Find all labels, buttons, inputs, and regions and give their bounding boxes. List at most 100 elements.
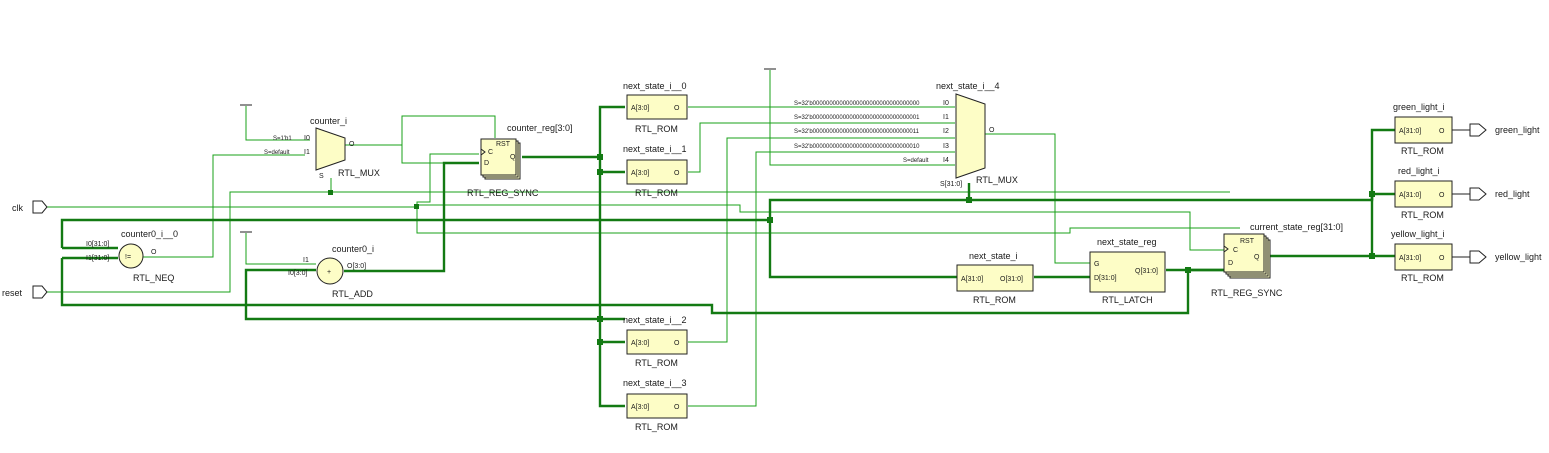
cell-instance-name: green_light_i <box>1393 102 1445 112</box>
svg-text:I0[31:0]: I0[31:0] <box>86 241 109 248</box>
svg-text:O: O <box>674 170 680 177</box>
cell-next-state-i-4[interactable]: next_state_i__4 S=32'b000000000000000000… <box>794 81 1018 188</box>
port-reset[interactable]: reset <box>2 285 48 299</box>
svg-text:I1: I1 <box>303 257 309 264</box>
svg-text:O[31:0]: O[31:0] <box>1000 276 1023 283</box>
cell-counter0-i[interactable]: counter0_i + I1 I0[3:0] O[3:0] RTL_ADD <box>288 244 374 299</box>
svg-text:S=1'b1: S=1'b1 <box>273 136 292 142</box>
input-port-icon <box>32 285 48 299</box>
ground-symbols <box>240 68 776 233</box>
cell-instance-name: counter0_i__0 <box>121 229 178 239</box>
svg-text:+: + <box>327 269 331 276</box>
cell-counter-reg[interactable]: counter_reg[3:0] RST C D Q RTL_REG_SYNC <box>467 123 573 198</box>
svg-text:I2: I2 <box>943 128 949 135</box>
cell-primitive-type: RTL_ROM <box>635 188 678 198</box>
svg-text:C: C <box>488 149 493 156</box>
port-green-light-label: green_light <box>1495 125 1540 135</box>
port-green-light[interactable]: green_light <box>1469 123 1540 137</box>
svg-text:A[3:0]: A[3:0] <box>631 105 649 112</box>
cell-counter0-i-0[interactable]: counter0_i__0 != I0[31:0] I1[31:0] O RTL… <box>86 229 178 283</box>
svg-text:S[31:0]: S[31:0] <box>940 181 962 188</box>
thin-nets <box>47 70 1240 407</box>
svg-text:I0: I0 <box>304 135 310 142</box>
cell-primitive-type: RTL_ROM <box>1401 273 1444 283</box>
cell-instance-name: next_state_reg <box>1097 237 1157 247</box>
cell-instance-name: red_light_i <box>1398 166 1440 176</box>
cell-current-state-reg[interactable]: current_state_reg[31:0] RST C D Q RTL_RE… <box>1211 222 1343 298</box>
svg-text:S=32'b000000000000000000000000: S=32'b00000000000000000000000000000010 <box>794 144 920 150</box>
svg-text:I0: I0 <box>943 100 949 107</box>
cell-primitive-type: RTL_ROM <box>1401 210 1444 220</box>
svg-text:O: O <box>989 127 995 134</box>
cell-instance-name: next_state_i__2 <box>623 315 687 325</box>
svg-text:A[3:0]: A[3:0] <box>631 170 649 177</box>
svg-text:RST: RST <box>496 141 511 148</box>
cell-primitive-type: RTL_LATCH <box>1102 295 1153 305</box>
port-clk[interactable]: clk <box>12 200 48 214</box>
cell-instance-name: next_state_i__1 <box>623 144 687 154</box>
cell-instance-name: counter_reg[3:0] <box>507 123 573 133</box>
svg-text:S=32'b000000000000000000000000: S=32'b00000000000000000000000000000000 <box>794 101 920 107</box>
svg-text:I1[31:0]: I1[31:0] <box>86 255 109 262</box>
cell-next-state-i-2[interactable]: next_state_i__2 A[3:0] O RTL_ROM <box>623 315 688 368</box>
input-port-icon <box>32 200 48 214</box>
cell-instance-name: counter_i <box>310 116 347 126</box>
svg-text:O: O <box>349 141 355 148</box>
cell-counter-i[interactable]: counter_i S=1'b1 S=default I0 I1 O S RTL… <box>264 116 380 180</box>
port-yellow-light[interactable]: yellow_light <box>1469 250 1542 264</box>
cell-primitive-type: RTL_ADD <box>332 289 373 299</box>
cell-next-state-reg[interactable]: next_state_reg G D[31:0] Q[31:0] RTL_LAT… <box>1089 237 1166 305</box>
svg-text:S=default: S=default <box>903 158 929 164</box>
junctions <box>328 154 1375 345</box>
svg-text:I0[3:0]: I0[3:0] <box>288 270 308 277</box>
svg-text:D: D <box>484 160 489 167</box>
cell-next-state-i-3[interactable]: next_state_i__3 A[3:0] O RTL_ROM <box>623 378 688 432</box>
cell-red-light-i[interactable]: red_light_i A[31:0] O RTL_ROM <box>1394 166 1453 220</box>
port-red-light-label: red_light <box>1495 189 1530 199</box>
svg-text:S=32'b000000000000000000000000: S=32'b00000000000000000000000000000001 <box>794 115 920 121</box>
svg-text:A[3:0]: A[3:0] <box>631 340 649 347</box>
port-reset-label: reset <box>2 288 23 298</box>
svg-text:I4: I4 <box>943 157 949 164</box>
svg-text:I1: I1 <box>943 114 949 121</box>
cell-next-state-i-0[interactable]: next_state_i__0 A[3:0] O RTL_ROM <box>623 81 688 134</box>
output-port-icon <box>1469 250 1487 264</box>
svg-text:C: C <box>1233 247 1238 254</box>
svg-text:G: G <box>1094 261 1099 268</box>
svg-text:O: O <box>1439 128 1445 135</box>
cell-green-light-i[interactable]: green_light_i A[31:0] O RTL_ROM <box>1393 102 1453 156</box>
svg-text:O: O <box>674 340 680 347</box>
svg-text:O: O <box>674 404 680 411</box>
svg-text:O: O <box>1439 255 1445 262</box>
svg-text:Q: Q <box>510 154 516 161</box>
cell-primitive-type: RTL_REG_SYNC <box>467 188 539 198</box>
svg-text:A[31:0]: A[31:0] <box>1399 255 1421 262</box>
svg-text:RST: RST <box>1240 238 1255 245</box>
cell-next-state-i[interactable]: next_state_i A[31:0] O[31:0] RTL_ROM <box>956 251 1034 305</box>
svg-text:O: O <box>151 249 157 256</box>
svg-text:S=32'b000000000000000000000000: S=32'b00000000000000000000000000000011 <box>794 129 920 135</box>
svg-text:!=: != <box>125 254 131 261</box>
bus-nets <box>60 105 1395 408</box>
cell-yellow-light-i[interactable]: yellow_light_i A[31:0] O RTL_ROM <box>1391 229 1453 283</box>
svg-text:S: S <box>319 173 324 180</box>
cell-instance-name: next_state_i__4 <box>936 81 1000 91</box>
cell-primitive-type: RTL_ROM <box>635 422 678 432</box>
port-red-light[interactable]: red_light <box>1469 187 1530 201</box>
cell-instance-name: next_state_i__3 <box>623 378 687 388</box>
output-port-icon <box>1469 123 1487 137</box>
cell-primitive-type: RTL_MUX <box>338 168 380 178</box>
svg-text:O: O <box>674 105 680 112</box>
svg-text:S=default: S=default <box>264 150 290 156</box>
cell-primitive-type: RTL_NEQ <box>133 273 174 283</box>
cell-next-state-i-1[interactable]: next_state_i__1 A[3:0] O RTL_ROM <box>623 144 688 198</box>
svg-text:I1: I1 <box>304 149 310 156</box>
cell-instance-name: counter0_i <box>332 244 374 254</box>
svg-text:O: O <box>1439 192 1445 199</box>
output-nets <box>1452 129 1470 258</box>
svg-text:A[31:0]: A[31:0] <box>1399 128 1421 135</box>
port-yellow-light-label: yellow_light <box>1495 252 1542 262</box>
svg-text:A[31:0]: A[31:0] <box>961 276 983 283</box>
svg-text:D: D <box>1228 260 1233 267</box>
